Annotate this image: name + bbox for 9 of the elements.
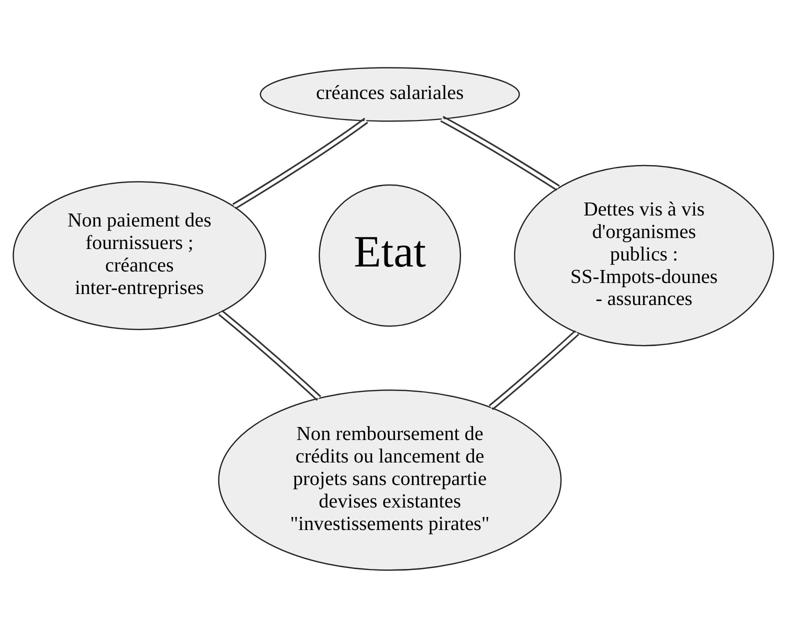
node-ellipse: Non remboursement de crédits ou lancement de projets sans contrepartie devises existantes "investissements pirates" [218,389,562,570]
connector [218,310,322,400]
node-ellipse: créances salariales [260,66,520,122]
connector [488,330,580,410]
node-circle: Etat [318,184,462,326]
node-ellipse: Non paiement des fournissuers ; créances inter-entreprises [12,180,266,330]
connector [440,115,560,190]
node-ellipse: Dettes vis à vis d'organismes publics : SS-Impots-dounes - assurances [514,164,774,346]
connector [232,117,368,209]
